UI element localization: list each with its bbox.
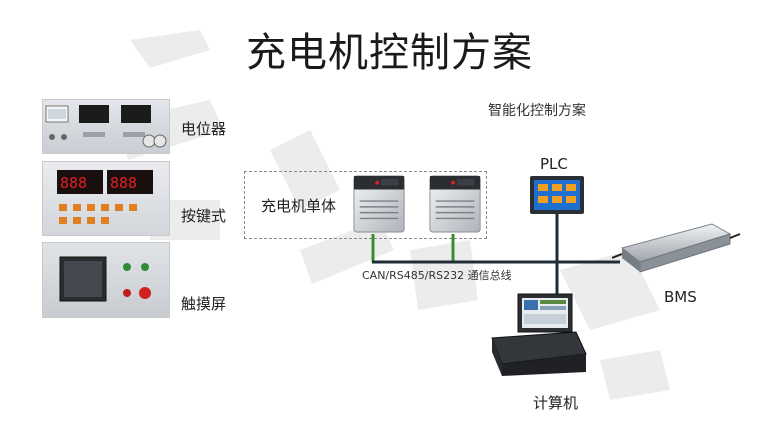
bms-device-image <box>612 223 741 273</box>
page-title: 充电机控制方案 <box>246 30 533 76</box>
plc-label: PLC <box>540 155 568 173</box>
potentiometer-panel-image <box>42 99 170 154</box>
svg-text:888: 888 <box>110 174 137 192</box>
keypad-panel-image: 888 888 <box>42 161 170 236</box>
charger-unit-2-image <box>429 175 481 233</box>
potentiometer-label: 电位器 <box>181 120 227 138</box>
computer-image <box>491 293 587 376</box>
touchscreen-panel-image <box>42 242 170 318</box>
keypad-label: 按键式 <box>181 207 227 225</box>
computer-label: 计算机 <box>533 394 579 412</box>
svg-text:888: 888 <box>60 174 87 192</box>
bms-label: BMS <box>664 288 697 306</box>
plc-device-image <box>530 176 584 214</box>
scheme-subtitle: 智能化控制方案 <box>488 103 586 119</box>
charger-unit-group <box>244 171 487 239</box>
charger-unit-label: 充电机单体 <box>261 197 337 215</box>
touchscreen-label: 触摸屏 <box>181 295 227 313</box>
bus-label: CAN/RS485/RS232 通信总线 <box>362 269 512 282</box>
charger-unit-1-image <box>353 175 405 233</box>
